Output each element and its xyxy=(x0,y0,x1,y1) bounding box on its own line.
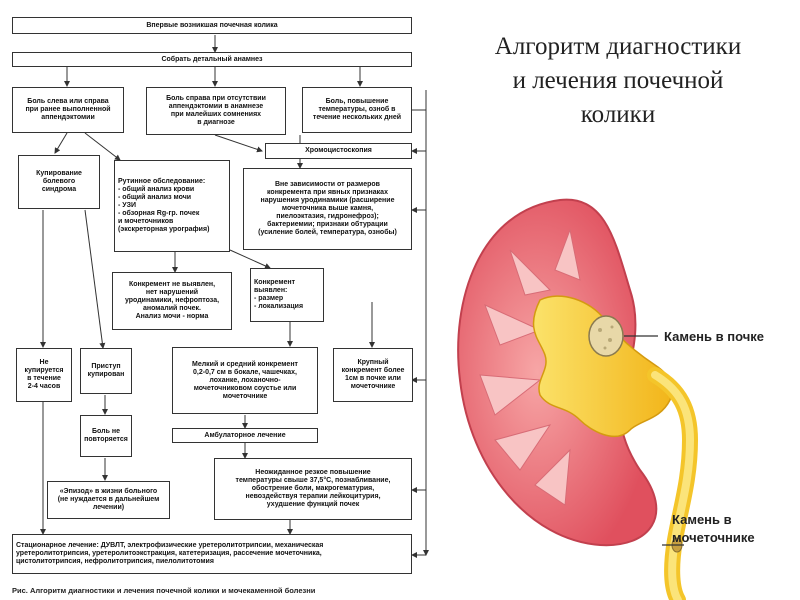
node-outpatient-treatment-text: Амбулаторное лечение xyxy=(204,431,286,439)
node-pain-right-no-appendectomy-text: Боль справа при отсутствии аппендэктомии… xyxy=(166,95,266,126)
slide-title: Алгоритм диагностики и лечения почечной … xyxy=(494,33,742,128)
node-chromocystoscopy: Хромоцистоскопия xyxy=(265,143,412,159)
node-inpatient-treatment-text: Стационарное лечение: ДУВЛТ, электрофизи… xyxy=(16,542,324,565)
node-inpatient-treatment: Стационарное лечение: ДУВЛТ, электрофизи… xyxy=(12,534,412,574)
node-attack-relieved: Приступ купирован xyxy=(80,348,132,394)
flowchart-arrows xyxy=(40,35,429,558)
node-large-stone-text: Крупный конкремент более 1см в почке или… xyxy=(341,359,405,390)
node-first-colic: Впервые возникшая почечная колика xyxy=(12,17,412,34)
node-episode-text: «Эпизод» в жизни больного (не нуждается … xyxy=(57,488,160,511)
node-stone-not-found-text: Конкремент не выявлен, нет нарушений уро… xyxy=(124,281,220,320)
node-fever-worsening: Неожиданное резкое повышение температуры… xyxy=(214,458,412,520)
figure-caption: Рис. Алгоритм диагностики и лечения поче… xyxy=(12,586,316,595)
label-stone-in-ureter-line2: мочеточнике xyxy=(672,530,755,545)
node-not-relieved-text: Не купируется в течение 2-4 часов xyxy=(24,359,64,390)
node-pain-right-no-appendectomy: Боль справа при отсутствии аппендэктомии… xyxy=(146,87,286,135)
node-episode: «Эпизод» в жизни больного (не нуждается … xyxy=(47,481,170,519)
node-pain-relief: Купирование болевого синдрома xyxy=(18,155,100,209)
kidney-stone xyxy=(588,315,624,357)
node-pain-after-appendectomy-text: Боль слева или справа при ранее выполнен… xyxy=(25,98,111,121)
node-small-medium-stone: Мелкий и средний конкремент 0,2-0,7 см в… xyxy=(172,347,318,414)
node-pain-fever-chills: Боль, повышение температуры, озноб в теч… xyxy=(302,87,412,133)
node-stone-found-text: Конкремент выявлен: - размер - локализац… xyxy=(254,279,304,310)
node-pain-not-recurring: Боль не повторяется xyxy=(80,415,132,457)
node-fever-worsening-text: Неожиданное резкое повышение температуры… xyxy=(235,469,391,508)
node-routine-exam-text: Рутинное обследование: - общий анализ кр… xyxy=(118,178,210,233)
node-chromocystoscopy-text: Хромоцистоскопия xyxy=(305,147,372,154)
node-routine-exam: Рутинное обследование: - общий анализ кр… xyxy=(114,160,230,252)
node-large-stone: Крупный конкремент более 1см в почке или… xyxy=(333,348,413,402)
node-stone-not-found: Конкремент не выявлен, нет нарушений уро… xyxy=(112,272,232,330)
node-pain-relief-text: Купирование болевого синдрома xyxy=(36,170,82,193)
node-stone-found: Конкремент выявлен: - размер - локализац… xyxy=(250,268,324,322)
node-not-relieved: Не купируется в течение 2-4 часов xyxy=(16,348,72,402)
label-stone-in-ureter-line1: Камень в xyxy=(672,512,732,527)
kidney-illustration xyxy=(457,198,699,600)
node-pain-fever-chills-text: Боль, повышение температуры, озноб в теч… xyxy=(312,98,402,121)
node-pain-after-appendectomy: Боль слева или справа при ранее выполнен… xyxy=(12,87,124,133)
node-first-colic-text: Впервые возникшая почечная колика xyxy=(146,21,278,29)
node-attack-relieved-text: Приступ купирован xyxy=(87,363,125,378)
node-urodynamics-impairment: Вне зависимости от размеров конкремента … xyxy=(243,168,412,250)
node-small-medium-stone-text: Мелкий и средний конкремент 0,2-0,7 см в… xyxy=(192,360,298,400)
node-collect-anamnesis-text: Собрать детальный анамнез xyxy=(161,55,263,63)
label-stone-in-kidney: Камень в почке xyxy=(664,329,764,344)
node-urodynamics-impairment-text: Вне зависимости от размеров конкремента … xyxy=(258,181,397,236)
node-collect-anamnesis: Собрать детальный анамнез xyxy=(12,52,412,67)
node-outpatient-treatment: Амбулаторное лечение xyxy=(172,428,318,443)
node-pain-not-recurring-text: Боль не повторяется xyxy=(84,428,128,443)
